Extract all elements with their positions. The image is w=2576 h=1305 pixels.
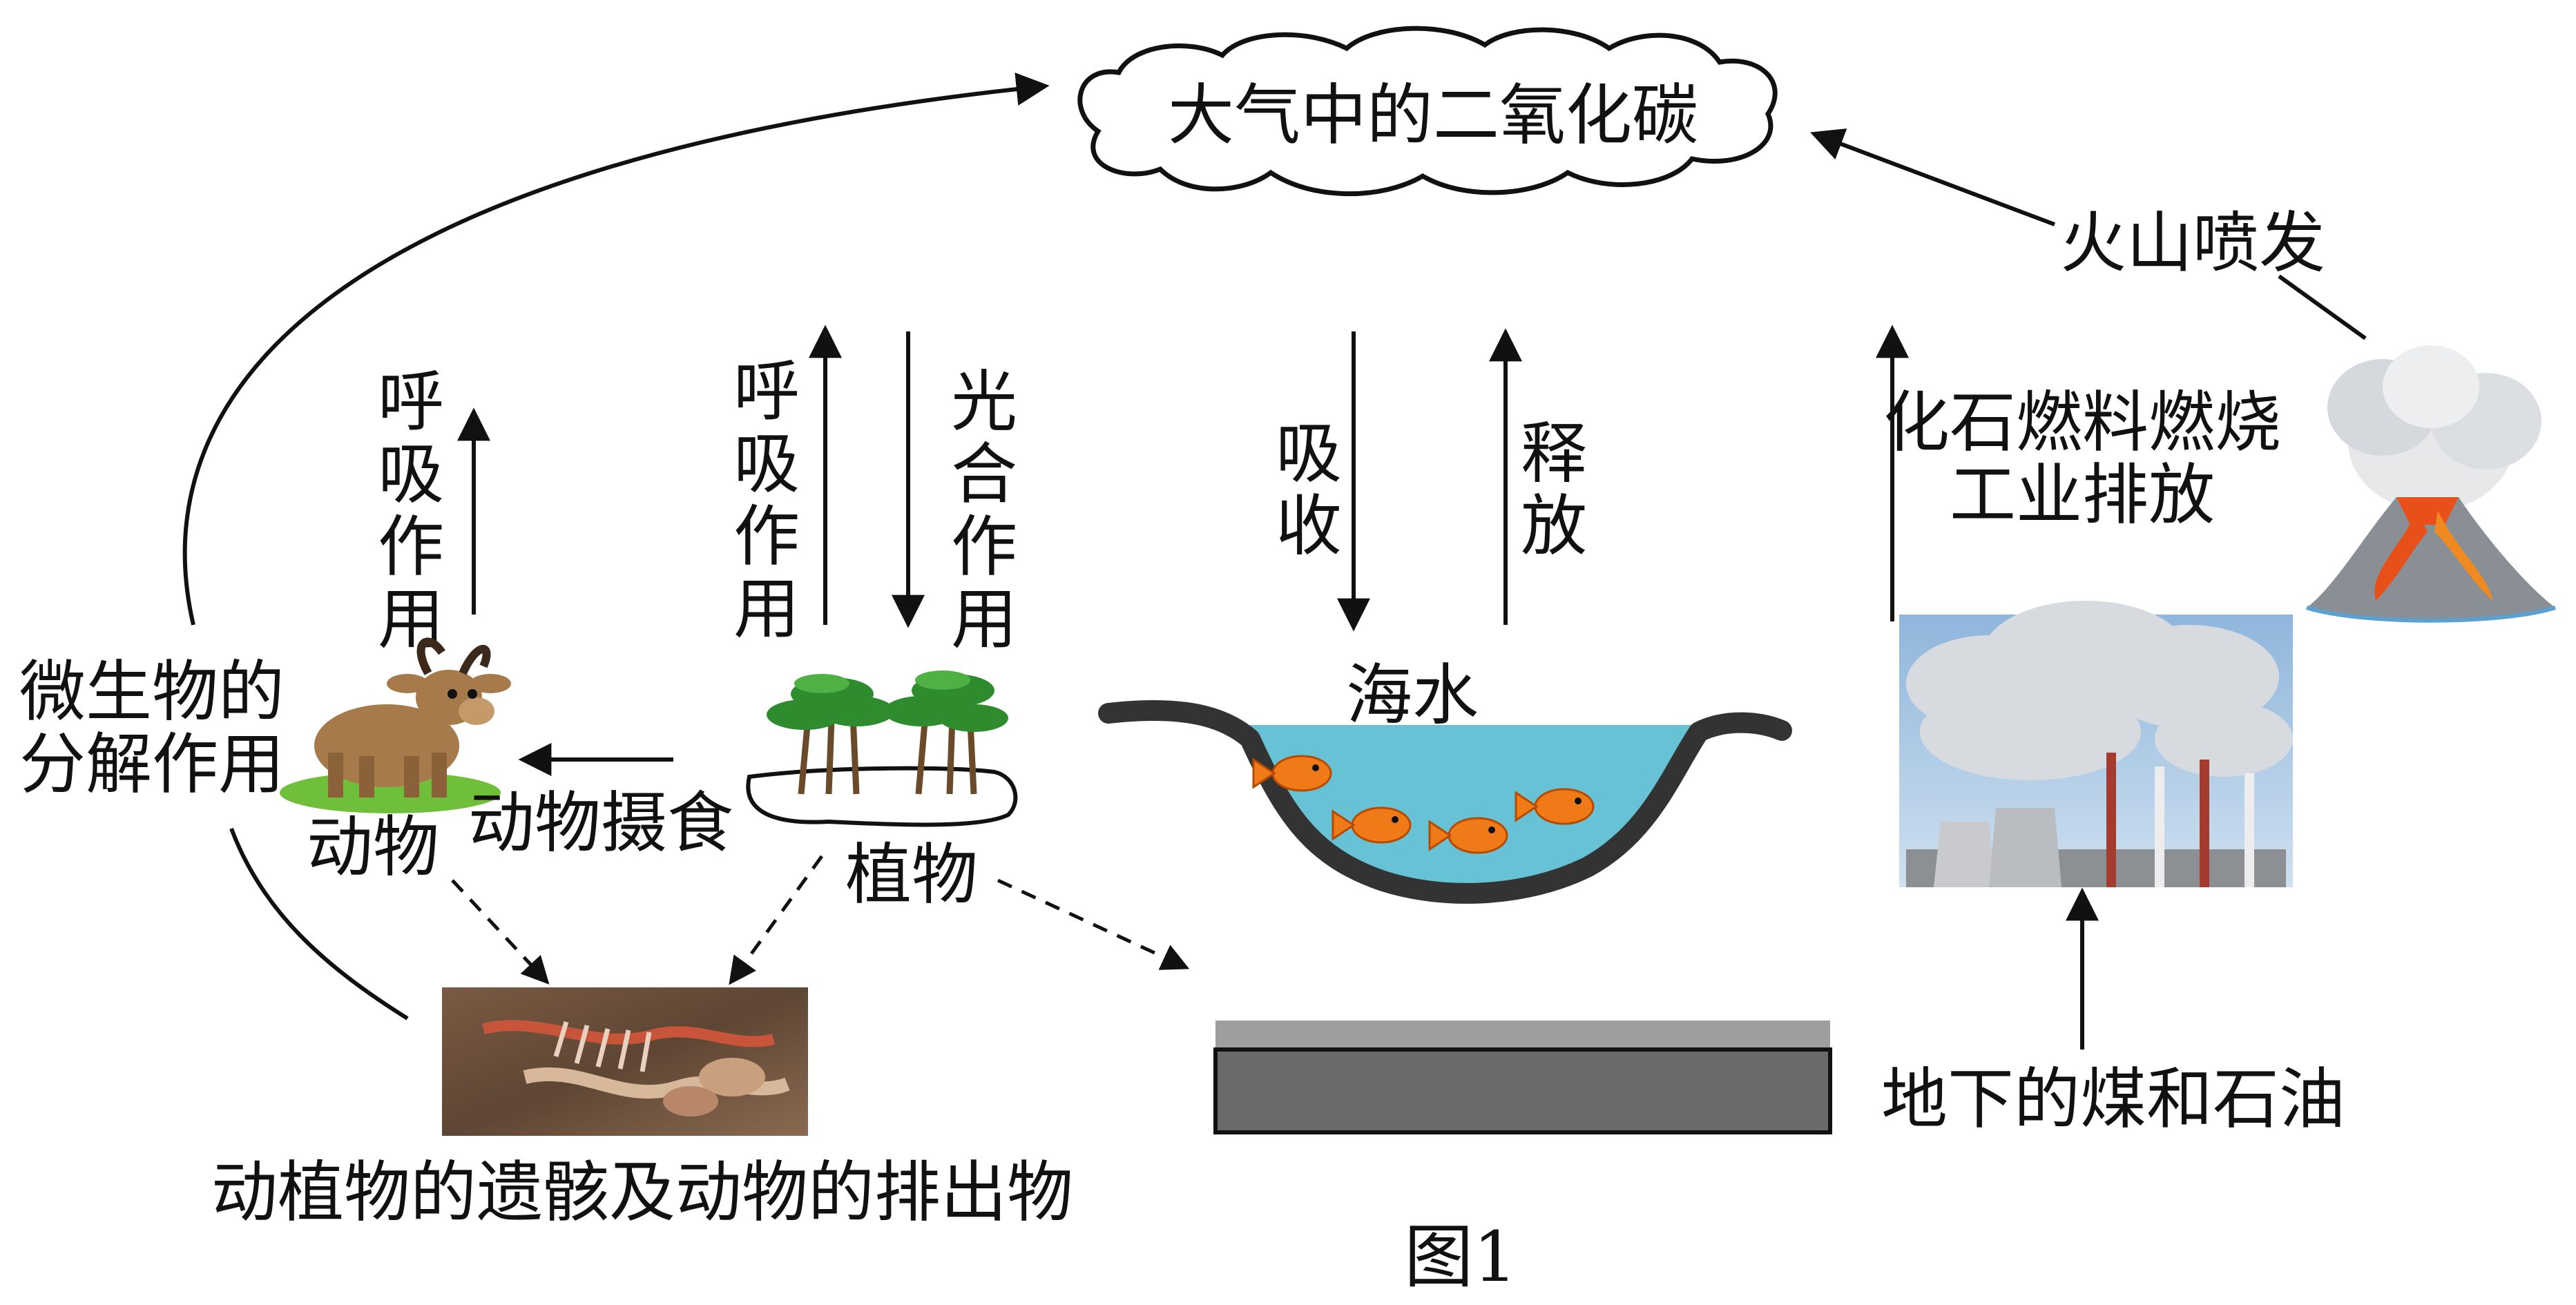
photosynthesis-label: 光 合 作 用 — [951, 363, 1017, 658]
carcass-icon — [442, 987, 808, 1136]
ocean-basin — [1098, 699, 1792, 904]
ocean-absorb-char-2: 收 — [1276, 487, 1342, 565]
photosynthesis-char-4: 用 — [951, 581, 1017, 658]
plant-respiration-label: 呼 吸 作 用 — [733, 353, 800, 648]
ocean-release-label: 释 放 — [1521, 415, 1587, 565]
fossil-fuel-label-line1: 化石燃料燃烧 — [1883, 384, 2281, 461]
microbe-decomposition-node: 微生物的 分解作用 — [19, 653, 285, 803]
ocean-absorb-char-1: 吸 — [1276, 415, 1342, 492]
atmosphere-co2-node: 大气中的二氧化碳 — [1077, 26, 1778, 197]
fossil-fuel-label-line2: 工业排放 — [1950, 456, 2215, 534]
coal-and-oil-block — [1213, 1021, 1832, 1134]
plant-respiration-char-4: 用 — [733, 570, 800, 648]
microbe-label-line2: 分解作用 — [19, 726, 285, 803]
plant-respiration-char-1: 呼 — [733, 353, 800, 430]
photosynthesis-char-3: 作 — [951, 508, 1017, 586]
animal-respiration-char-2: 吸 — [378, 436, 444, 513]
fish-icon — [1252, 755, 1595, 854]
animal-respiration-label: 呼 吸 作 用 — [378, 363, 444, 658]
plant-respiration-char-3: 作 — [733, 498, 800, 575]
volcano-label: 火山喷发 — [2060, 204, 2325, 282]
remains-label: 动植物的遗骸及动物的排出物 — [211, 1154, 1073, 1231]
factory-smoke-icon — [1899, 601, 2293, 887]
coal-and-oil-label: 地下的煤和石油 — [1881, 1061, 2345, 1138]
remains-to-microbes-curve — [229, 827, 409, 1021]
volcano-to-atmosphere-arrow — [1810, 128, 2056, 226]
ocean-release-char-2: 放 — [1521, 487, 1587, 565]
photosynthesis-char-1: 光 — [951, 363, 1017, 441]
animal-feeding-label: 动物摄食 — [468, 784, 733, 862]
cloud-icon — [1077, 26, 1778, 197]
animal-to-remains-dashed-arrow — [451, 879, 550, 985]
seawater-label: 海水 — [1346, 657, 1479, 734]
animal-respiration-char-1: 呼 — [378, 363, 444, 441]
plant-respiration-char-2: 吸 — [733, 425, 800, 503]
ocean-release-char-1: 释 — [1521, 415, 1587, 492]
palm-trees-icon — [746, 670, 1018, 827]
photosynthesis-char-2: 合 — [951, 436, 1017, 513]
plant-to-coal-dashed-arrow — [997, 878, 1190, 970]
microbe-label-line1: 微生物的 — [19, 653, 285, 731]
ocean-absorb-label: 吸 收 — [1276, 415, 1342, 565]
animal-respiration-char-3: 作 — [378, 508, 444, 586]
goat-icon — [280, 637, 511, 813]
plant-to-remains-dashed-arrow — [729, 855, 824, 985]
decomposition-to-atmosphere-arrow — [182, 72, 1050, 626]
figure-caption: 图1 — [1404, 1217, 1517, 1297]
atmosphere-co2-label: 大气中的二氧化碳 — [1168, 77, 1698, 154]
plant-label: 植物 — [845, 836, 978, 914]
volcano-to-label-line — [2278, 274, 2367, 340]
animal-label: 动物 — [307, 809, 439, 886]
volcano-icon — [2306, 345, 2556, 623]
